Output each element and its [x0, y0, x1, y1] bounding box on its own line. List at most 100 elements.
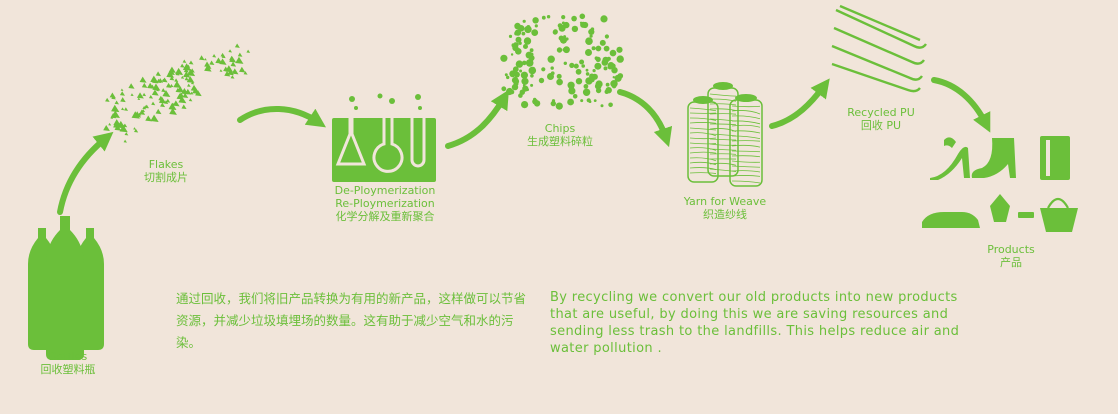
arrow-bottles-to-flakes: [57, 131, 114, 215]
yarn-thread: [709, 108, 737, 111]
flake-particle: [181, 88, 189, 95]
flake-particle: [111, 104, 120, 113]
chip-particle: [550, 71, 555, 76]
chip-particle: [572, 94, 578, 99]
flake-particle: [184, 76, 189, 81]
chip-particle: [508, 34, 513, 39]
arrow-flakes-to-depoly: [237, 106, 326, 128]
chip-particle: [617, 73, 624, 79]
flake-particle: [123, 123, 128, 128]
flake-particle: [108, 122, 112, 126]
chip-particle: [589, 73, 595, 79]
yarn-thread: [731, 180, 761, 184]
chip-particle: [603, 45, 610, 52]
flake-particle: [114, 124, 122, 131]
yarn-thread: [709, 162, 737, 166]
chip-particle: [575, 68, 582, 75]
yarn-thread: [689, 151, 717, 154]
flake-particle: [173, 80, 182, 89]
yarn-thread: [709, 168, 737, 172]
yarn-thread: [689, 127, 717, 131]
chip-particle: [515, 36, 522, 43]
chip-particle: [523, 37, 532, 45]
flake-particle: [169, 83, 174, 88]
yarn-thread: [731, 120, 761, 125]
chip-particle: [500, 54, 508, 62]
chip-particle: [595, 80, 603, 88]
chip-particle: [571, 15, 577, 22]
flake-particle: [180, 63, 185, 68]
yarn-thread: [689, 157, 717, 162]
flake-particle: [110, 113, 117, 119]
chip-particle: [561, 15, 566, 20]
chip-particle: [531, 66, 536, 71]
lab-flasks-icon: [332, 93, 436, 182]
chip-particle: [568, 87, 576, 95]
flake-particle: [165, 98, 171, 103]
flake-particle: [239, 66, 246, 73]
flake-particle: [172, 100, 180, 107]
flake-particle: [171, 102, 175, 106]
chip-particle: [511, 76, 519, 84]
chip-particle: [506, 87, 514, 96]
chip-particle: [532, 17, 539, 24]
flake-particle: [142, 105, 147, 110]
flake-particle: [190, 68, 195, 73]
yarn-thread: [689, 117, 717, 121]
arrow-pu-to-products: [931, 77, 991, 133]
description-zh: 通过回收，我们将旧产品转换为有用的新产品，这样做可以节省资源，并减少垃圾填埋场的…: [176, 291, 527, 350]
stage-en2-depoly: Re-Ploymerization: [335, 197, 435, 210]
stage-en-products: Products: [987, 243, 1035, 256]
stage-zh-flakes: 切割成片: [144, 171, 188, 184]
chip-particle: [521, 31, 526, 36]
chip-particle: [550, 100, 556, 107]
yarn-thread: [689, 137, 717, 140]
chip-particle: [579, 59, 585, 65]
flake-particle: [120, 88, 124, 91]
flake-particle: [235, 56, 244, 64]
flake-particle: [150, 114, 159, 122]
stage-en-depoly: De-Ploymerization: [334, 184, 436, 197]
chip-particle: [586, 98, 591, 103]
chip-particle: [611, 67, 618, 74]
stage-zh-products: 产品: [1000, 256, 1022, 269]
flake-particle: [230, 61, 237, 67]
chip-particle: [533, 100, 541, 107]
flake-particle: [158, 97, 167, 104]
chip-particle: [522, 60, 527, 66]
chip-particle: [582, 21, 589, 29]
description-en: By recycling we convert our old products…: [550, 290, 960, 356]
chip-particle: [612, 76, 615, 79]
products-icon: [922, 136, 1078, 232]
chip-particle: [579, 21, 583, 24]
chip-particle: [573, 63, 579, 69]
yarn-thread: [689, 122, 717, 124]
flake-particle: [178, 96, 187, 104]
chip-particle: [608, 102, 613, 108]
chip-particle: [526, 25, 531, 29]
chip-particle: [585, 68, 589, 72]
yarn-thread: [709, 138, 737, 141]
chip-particle: [512, 66, 519, 73]
chip-particle: [509, 70, 517, 78]
flake-particle: [209, 60, 215, 66]
yarn-thread: [709, 153, 737, 155]
chip-particle: [563, 61, 567, 65]
flake-particle: [167, 68, 175, 76]
stage-en-pu: Recycled PU: [847, 106, 915, 119]
stage-zh-yarn: 织造纱线: [703, 208, 747, 221]
chip-particle: [583, 84, 589, 89]
flake-particle: [160, 102, 166, 108]
flake-particle: [162, 77, 168, 83]
arrow-chips-to-yarn: [617, 89, 673, 148]
yarn-thread: [731, 175, 761, 177]
chip-particle: [589, 34, 593, 38]
flake-particle: [181, 104, 187, 110]
flake-particle: [219, 58, 227, 65]
flake-particle: [169, 107, 177, 115]
chip-particle: [609, 49, 617, 57]
stage-zh-chips: 生成塑料碎粒: [527, 135, 593, 148]
chip-particle: [592, 69, 596, 73]
flake-particle: [144, 104, 148, 109]
yarn-thread: [731, 140, 761, 142]
